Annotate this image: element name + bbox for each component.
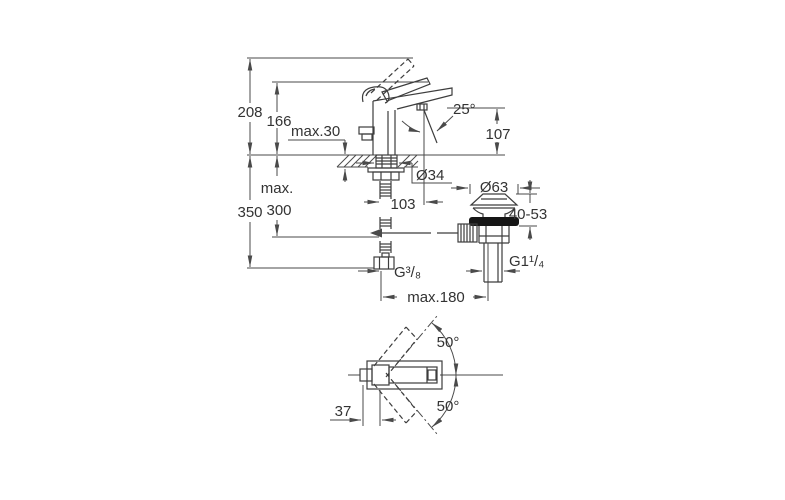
dim-208-label: 208: [237, 104, 262, 121]
spout: [372, 87, 453, 110]
threaded-rod: [379, 181, 392, 253]
dim-spout-angle: 25°: [401, 101, 476, 205]
waste-flange: [469, 193, 519, 206]
dim-37-label: 37: [335, 403, 352, 420]
dim-outlet-height: 107: [485, 108, 511, 155]
dim-max30-label: max.30: [291, 123, 340, 140]
dim-lever-height: 166: [266, 82, 292, 155]
dim-waste-thread: G1¹/₄: [466, 253, 544, 274]
lever-position-up: [373, 326, 418, 378]
pop-up-knob: [358, 126, 375, 135]
dim-g38-label: G³/₈: [394, 264, 421, 281]
mounting-deck: [336, 154, 419, 168]
dim-supply-thread: G³/₈: [358, 264, 421, 301]
dim-max-label: max.: [261, 180, 294, 197]
pop-up-rod-joint: [370, 228, 382, 238]
dim-waste-diameter: Ø63: [451, 179, 540, 196]
dim-center-distance: max.180: [382, 289, 487, 306]
dim-166-label: 166: [266, 113, 291, 130]
waste-lever-knob: [457, 223, 478, 243]
dim-hose-lengths: max. 350 300: [237, 155, 294, 268]
dim-max180-label: max.180: [407, 289, 465, 306]
top-view-spout-outlet: [359, 368, 373, 382]
dim-swivel-angles: 50° 50°: [431, 322, 460, 428]
faucet-body: [358, 58, 453, 155]
dim-handle-offset: 37: [330, 385, 396, 426]
dim-4053-label: 40-53: [509, 206, 547, 223]
dim-total-height: 208: [237, 58, 263, 155]
dim-spout-reach: 103: [364, 196, 443, 213]
dim-d63-label: Ø63: [480, 179, 508, 196]
dim-deck-max30: max.30: [288, 123, 348, 182]
dim-50up-label: 50°: [437, 334, 460, 351]
waste-gasket: [469, 217, 519, 226]
dim-350-label: 350: [237, 204, 262, 221]
dim-d34-label: Ø34: [416, 167, 444, 184]
supply-nut: [373, 256, 395, 270]
dim-50down-label: 50°: [437, 398, 460, 415]
dim-300-label: 300: [266, 202, 291, 219]
dim-25deg-label: 25°: [453, 101, 476, 118]
dim-deck-range: 40-53: [509, 180, 547, 240]
dim-hole-diameter: Ø34: [356, 160, 452, 184]
dim-107-label: 107: [485, 126, 510, 143]
waste-tailpipe: [483, 243, 503, 301]
lever-position-down: [373, 372, 418, 424]
shank-and-supply: [367, 154, 458, 270]
dim-g114-label: G1¹/₄: [509, 253, 544, 270]
handle-lever: [381, 77, 431, 102]
dim-103-label: 103: [390, 196, 415, 213]
side-view: 208 166 max.30 107 25°: [237, 57, 547, 306]
top-view-body: [359, 360, 443, 390]
aerator: [416, 103, 428, 111]
top-view-lever: [388, 366, 438, 384]
top-view: 50° 50° 37: [330, 315, 503, 435]
pop-up-waste: Ø63: [451, 179, 547, 301]
